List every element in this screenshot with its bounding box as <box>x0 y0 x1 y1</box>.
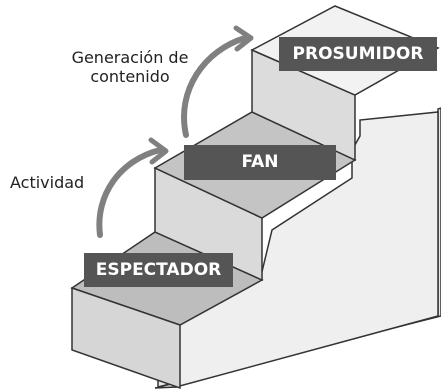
actividad-text: Actividad <box>10 173 85 192</box>
generacion-text-line-1: Generación de <box>71 48 189 67</box>
staircase-side-face <box>175 111 439 388</box>
actividad-arrowhead <box>148 137 169 165</box>
step-1-riser-front <box>71 286 181 390</box>
generacion-text-line-2: contenido <box>90 67 170 86</box>
generacion-arrowhead <box>233 25 254 52</box>
generacion-arrow <box>181 35 248 138</box>
actividad-arrow <box>96 147 163 238</box>
prosumidor-label: PROSUMIDOR <box>279 37 437 71</box>
generacion-text: Generación de contenido <box>44 48 216 86</box>
fan-label: FAN <box>184 145 336 180</box>
espectador-label: ESPECTADOR <box>84 253 233 287</box>
